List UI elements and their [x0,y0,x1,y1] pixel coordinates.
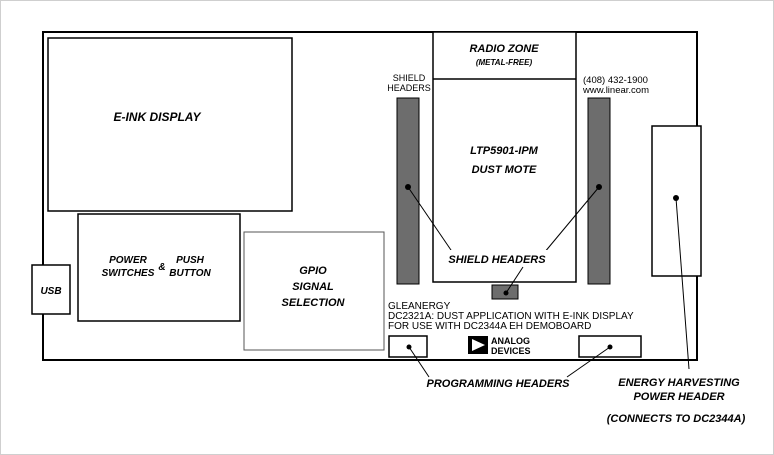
energy-callout-line [675,197,690,370]
analog-devices-logo: ANALOG DEVICES [468,336,531,356]
board-label-line2: DC2321A: DUST APPLICATION WITH E-INK DIS… [388,311,634,322]
energy-label-line2: POWER HEADER [633,391,724,403]
power-label-line2: PUSH [176,255,205,266]
shield-callout-line-right [543,186,600,254]
gpio-label-line1: GPIO [299,265,327,277]
shield-callout-bg [446,250,548,267]
shield-header-right [587,97,611,285]
usb-block [31,264,71,315]
eink-display-block [47,37,293,212]
programming-callout-line-left [408,346,430,378]
board-label-line3: FOR USE WITH DC2344A EH DEMOBOARD [388,321,591,332]
metal-free-label: (METAL-FREE) [476,58,533,67]
power-label-line1: POWER [109,255,148,266]
radio-zone-block [432,31,577,283]
logo-label-line2: DEVICES [491,346,531,356]
programming-callout-line-right [566,346,611,378]
shield-callout-line-left [407,186,454,254]
mote-label-line1: LTP5901-IPM [470,145,538,157]
gpio-label-line2: SIGNAL [292,281,334,293]
small-connector-callout [505,266,524,294]
shield-small-label-line1: SHIELD [393,73,426,83]
power-label-line3: SWITCHES [102,268,155,279]
shield-small-label-line2: HEADERS [387,83,431,93]
shield-headers-callout-label: SHIELD HEADERS [448,254,546,266]
gpio-block [243,231,385,351]
power-switches-block [77,213,241,322]
website-label: www.linear.com [582,85,649,96]
usb-label: USB [40,286,61,297]
power-label-amp: & [158,262,165,273]
logo-label-line1: ANALOG [491,336,530,346]
shield-header-left [396,97,420,285]
eink-display-label: E-INK DISPLAY [113,110,201,124]
phone-label: (408) 432-1900 [583,75,648,86]
connects-to-label: (CONNECTS TO DC2344A) [607,413,746,425]
radio-zone-label: RADIO ZONE [469,43,539,55]
power-label-line4: BUTTON [169,268,211,279]
mote-label-line2: DUST MOTE [472,164,537,176]
analog-devices-logo-triangle [472,339,485,351]
board-label-line1: GLEANERGY [388,301,451,312]
programming-headers-label: PROGRAMMING HEADERS [426,378,570,390]
gpio-label-line3: SELECTION [282,297,346,309]
energy-label-line1: ENERGY HARVESTING [618,377,740,389]
